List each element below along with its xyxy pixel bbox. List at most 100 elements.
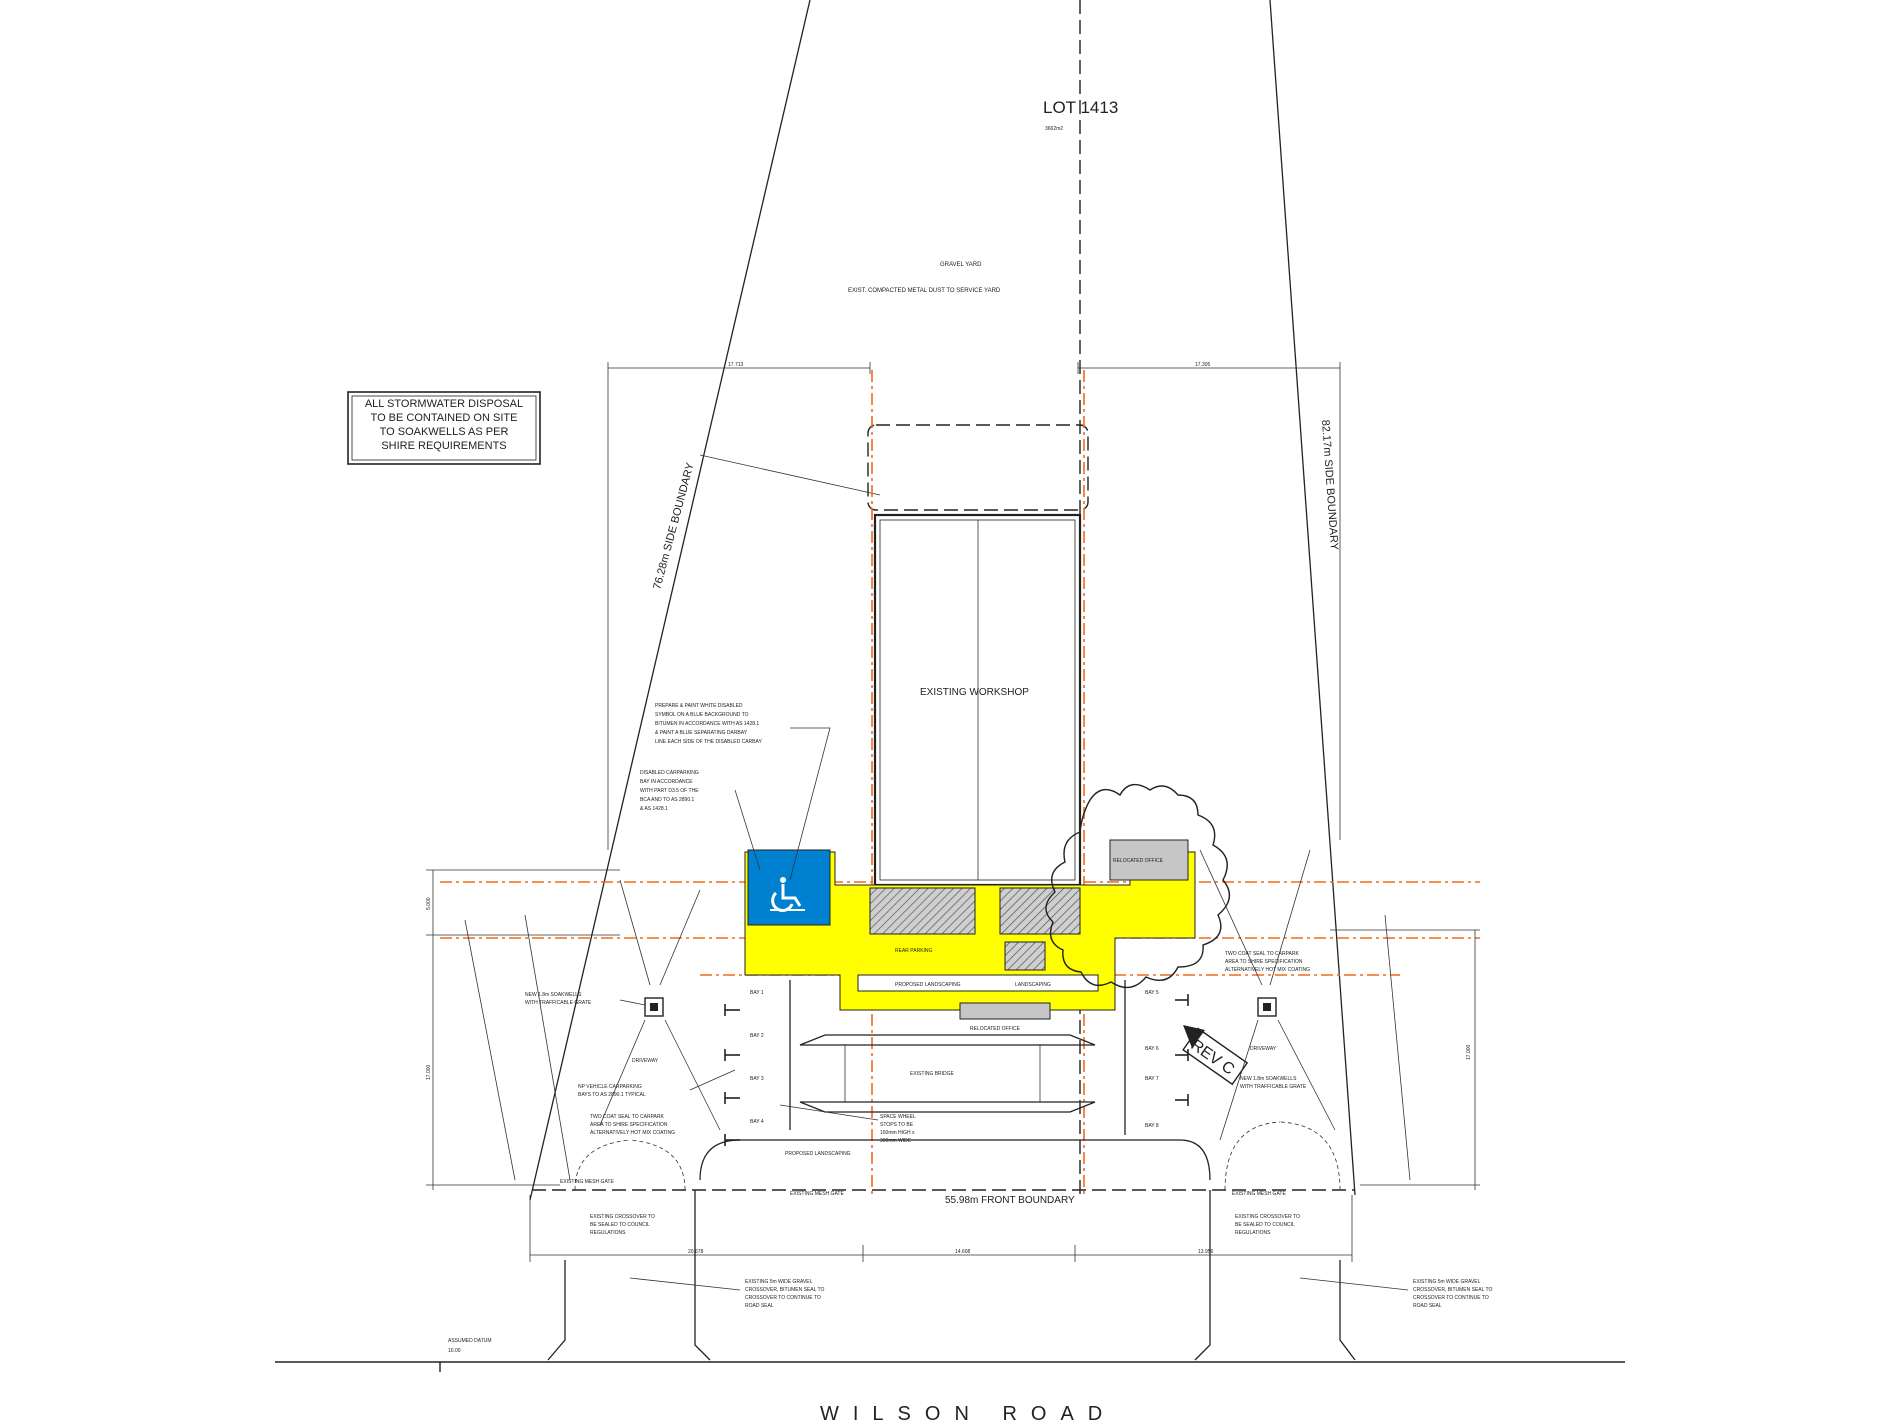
- rev-arrow-icon: [1183, 1025, 1205, 1048]
- relocated-office-top-label: RELOCATED OFFICE: [1113, 858, 1164, 864]
- svg-text:BE SEALED TO COUNCIL: BE SEALED TO COUNCIL: [1235, 1222, 1295, 1228]
- svg-text:DISABLED CARPARKING: DISABLED CARPARKING: [640, 770, 699, 776]
- hatched-area-right: [999, 887, 1081, 935]
- dim-front-mid: 14.608: [955, 1249, 971, 1255]
- svg-text:SPACE WHEEL: SPACE WHEEL: [880, 1114, 916, 1120]
- svg-text:NEW 1.8m SOAKWELLS: NEW 1.8m SOAKWELLS: [525, 992, 582, 998]
- revision-cloud: [1045, 783, 1231, 989]
- stormwater-line-3: TO SOAKWELLS AS PER: [380, 426, 509, 438]
- front-yellow-area: PROPOSED LANDSCAPING LANDSCAPING REAR PA…: [744, 839, 1196, 1032]
- svg-text:BCA AND TO AS 2890.1: BCA AND TO AS 2890.1: [640, 797, 695, 803]
- svg-text:STOPS TO BE: STOPS TO BE: [880, 1122, 914, 1128]
- driveway-left: DRIVEWAY: [632, 1058, 659, 1064]
- note-wheel-stops: SPACE WHEEL STOPS TO BE 150mm HIGH x 300…: [779, 1104, 916, 1144]
- note-carparking: NP VEHICLE CARPARKING BAYS TO AS 2890.1 …: [578, 1069, 736, 1098]
- west-boundary-label: 76.28m SIDE BOUNDARY: [651, 461, 697, 591]
- svg-text:REGULATIONS: REGULATIONS: [1235, 1230, 1271, 1236]
- note-disabled-symbol: PREPARE & PAINT WHITE DISABLED SYMBOL ON…: [655, 703, 831, 881]
- relocated-office-top: [1109, 839, 1189, 881]
- hatched-area-left: [869, 887, 976, 935]
- stormwater-note-box: [347, 391, 541, 465]
- disabled-bay: [747, 849, 831, 926]
- note-disabled-bay: DISABLED CARPARKING BAY IN ACCORDANCE WI…: [640, 770, 761, 871]
- bay-3: BAY 3: [750, 1076, 764, 1082]
- svg-text:EXISTING 5m WIDE GRAVEL: EXISTING 5m WIDE GRAVEL: [745, 1279, 813, 1285]
- future-building-outline: [867, 424, 1089, 511]
- note-soakwells-right: NEW 1.8m SOAKWELLS WITH TRAFFICABLE GRAT…: [1240, 1076, 1307, 1090]
- stormwater-line-4: SHIRE REQUIREMENTS: [381, 440, 506, 452]
- svg-text:NP VEHICLE CARPARKING: NP VEHICLE CARPARKING: [578, 1084, 642, 1090]
- dim-setback-left: 5.000: [426, 897, 432, 910]
- soakwell-right: [1257, 997, 1277, 1017]
- bay-5: BAY 5: [1145, 990, 1159, 996]
- crossovers: [547, 1190, 1356, 1361]
- svg-text:WITH TRAFFICABLE GRATE: WITH TRAFFICABLE GRATE: [525, 1000, 592, 1006]
- svg-text:CROSSOVER, BITUMEN SEAL TO: CROSSOVER, BITUMEN SEAL TO: [1413, 1287, 1492, 1293]
- bay-2: BAY 2: [750, 1033, 764, 1039]
- bridge-label: EXISTING BRIDGE: [910, 1071, 955, 1077]
- svg-text:EXISTING CROSSOVER TO: EXISTING CROSSOVER TO: [590, 1214, 655, 1220]
- relocated-office-bottom-label: RELOCATED OFFICE: [970, 1026, 1021, 1032]
- driveway-right: DRIVEWAY: [1250, 1046, 1277, 1052]
- svg-text:WITH PART D3.5 OF THE: WITH PART D3.5 OF THE: [640, 788, 699, 794]
- bay-1: BAY 1: [750, 990, 764, 996]
- svg-text:BAY IN ACCORDANCE: BAY IN ACCORDANCE: [640, 779, 693, 785]
- dim-top-right: 17.305: [1195, 362, 1211, 368]
- datum-value: 10.00: [448, 1348, 461, 1354]
- mesh-gate-left: EXISTING MESH GATE: [560, 1179, 614, 1185]
- note-soakwells-left: NEW 1.8m SOAKWELLS WITH TRAFFICABLE GRAT…: [525, 992, 646, 1006]
- svg-text:PREPARE & PAINT WHITE DISABLED: PREPARE & PAINT WHITE DISABLED: [655, 703, 743, 709]
- datum-label: ASSUMED DATUM: [448, 1338, 492, 1344]
- existing-bridge: EXISTING BRIDGE: [799, 1034, 1096, 1113]
- front-boundary-label: 55.98m FRONT BOUNDARY: [945, 1195, 1075, 1206]
- relocated-office-bottom: [959, 1002, 1051, 1020]
- note-seal-left: TWO COAT SEAL TO CARPARK AREA TO SHIRE S…: [590, 1114, 675, 1136]
- svg-text:& PAINT A BLUE SEPARATING DARB: & PAINT A BLUE SEPARATING DARBAY: [655, 730, 748, 736]
- svg-text:WITH TRAFFICABLE GRATE: WITH TRAFFICABLE GRATE: [1240, 1084, 1307, 1090]
- svg-text:150mm HIGH x: 150mm HIGH x: [880, 1130, 915, 1136]
- wheelchair-icon: [780, 877, 786, 883]
- svg-text:NEW 1.8m SOAKWELLS: NEW 1.8m SOAKWELLS: [1240, 1076, 1297, 1082]
- svg-text:LINE EACH SIDE OF THE DISABLED: LINE EACH SIDE OF THE DISABLED CARBAY: [655, 739, 762, 745]
- svg-text:BE SEALED TO COUNCIL: BE SEALED TO COUNCIL: [590, 1222, 650, 1228]
- workshop-outline: [873, 513, 1082, 887]
- mesh-gate-right: EXISTING MESH GATE: [1232, 1191, 1286, 1197]
- landscaping-front-label: PROPOSED LANDSCAPING: [785, 1151, 851, 1157]
- svg-text:ROAD SEAL: ROAD SEAL: [1413, 1303, 1442, 1309]
- svg-text:REGULATIONS: REGULATIONS: [590, 1230, 626, 1236]
- bay-6: BAY 6: [1145, 1046, 1159, 1052]
- svg-text:& AS 1428.1: & AS 1428.1: [640, 806, 668, 812]
- parking-bays-right: BAY 5 BAY 6 BAY 7 BAY 8: [1124, 980, 1189, 1135]
- east-boundary-label: 82.17m SIDE BOUNDARY: [1319, 419, 1340, 551]
- parking-bays-left: BAY 1 BAY 2 BAY 3 BAY 4: [724, 980, 791, 1146]
- east-side-boundary: [1269, 0, 1356, 1196]
- svg-text:AREA TO SHIRE SPECIFICATION: AREA TO SHIRE SPECIFICATION: [1225, 959, 1303, 965]
- svg-text:BAYS TO AS 2890.1 TYPICAL: BAYS TO AS 2890.1 TYPICAL: [578, 1092, 646, 1098]
- bay-4: BAY 4: [750, 1119, 764, 1125]
- svg-text:ROAD SEAL: ROAD SEAL: [745, 1303, 774, 1309]
- top-dimensions: 17.713 17.305: [607, 362, 1341, 850]
- dim-front-left: 20.678: [688, 1249, 704, 1255]
- front-dimensions: 20.678 14.608 13.956: [529, 1195, 1353, 1262]
- landscaping-strip-label: PROPOSED LANDSCAPING: [895, 982, 961, 988]
- svg-text:TWO COAT SEAL TO CARPARK: TWO COAT SEAL TO CARPARK: [1225, 951, 1299, 957]
- svg-text:BITUMEN IN ACCORDANCE WITH AS: BITUMEN IN ACCORDANCE WITH AS 1428.1: [655, 721, 759, 727]
- stormwater-line-2: TO BE CONTAINED ON SITE: [371, 412, 518, 424]
- stormwater-line-1: ALL STORMWATER DISPOSAL: [365, 398, 523, 410]
- west-side-boundary: [529, 0, 811, 1201]
- bay-8: BAY 8: [1145, 1123, 1159, 1129]
- yard-note: EXIST. COMPACTED METAL DUST TO SERVICE Y…: [848, 288, 1001, 294]
- disabled-bay-blue: [747, 849, 831, 926]
- road-name: WILSON ROAD: [820, 1403, 1116, 1425]
- dim-front-right: 13.956: [1198, 1249, 1214, 1255]
- svg-text:300mm WIDE: 300mm WIDE: [880, 1138, 912, 1144]
- existing-workshop: EXISTING WORKSHOP: [873, 513, 1082, 887]
- dim-top-left: 17.713: [728, 362, 744, 368]
- svg-text:LANDSCAPING: LANDSCAPING: [1015, 982, 1051, 988]
- stormwater-note: ALL STORMWATER DISPOSAL TO BE CONTAINED …: [347, 391, 541, 465]
- svg-text:CROSSOVER, BITUMEN SEAL TO: CROSSOVER, BITUMEN SEAL TO: [745, 1287, 824, 1293]
- front-entrance: PROPOSED LANDSCAPING EXISTING MESH GATE …: [560, 1121, 1341, 1197]
- lot-number: LOT 1413: [1043, 98, 1118, 117]
- lot-area: 3662m2: [1045, 126, 1063, 132]
